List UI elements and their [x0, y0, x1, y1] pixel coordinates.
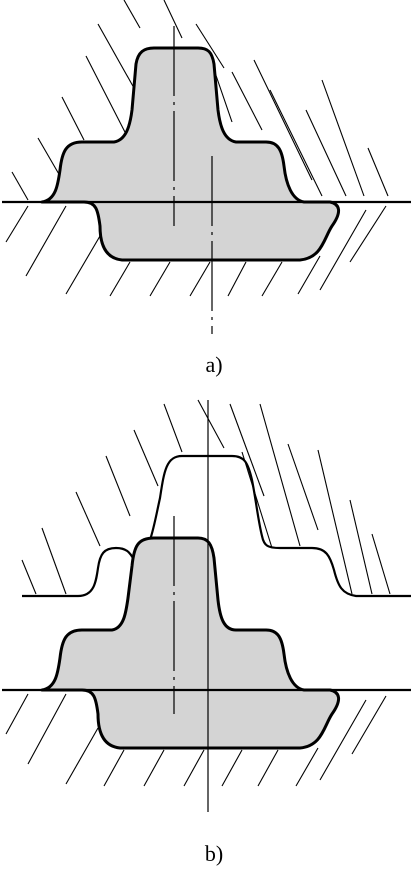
upper-die-cavity-b: [22, 454, 411, 598]
upper-die-hatching-a: [11, 0, 389, 201]
caption-b: b): [204, 841, 224, 866]
lower-die-hatching-b: [5, 693, 387, 787]
forging-part-b: [40, 536, 340, 750]
lower-die-hatching-a: [5, 205, 387, 297]
diagram-b: [2, 399, 411, 812]
forging-part-a: [40, 46, 340, 262]
diagram-a: [2, 0, 411, 334]
caption-a: a): [205, 352, 223, 377]
upper-die-hatching-b: [21, 399, 391, 595]
